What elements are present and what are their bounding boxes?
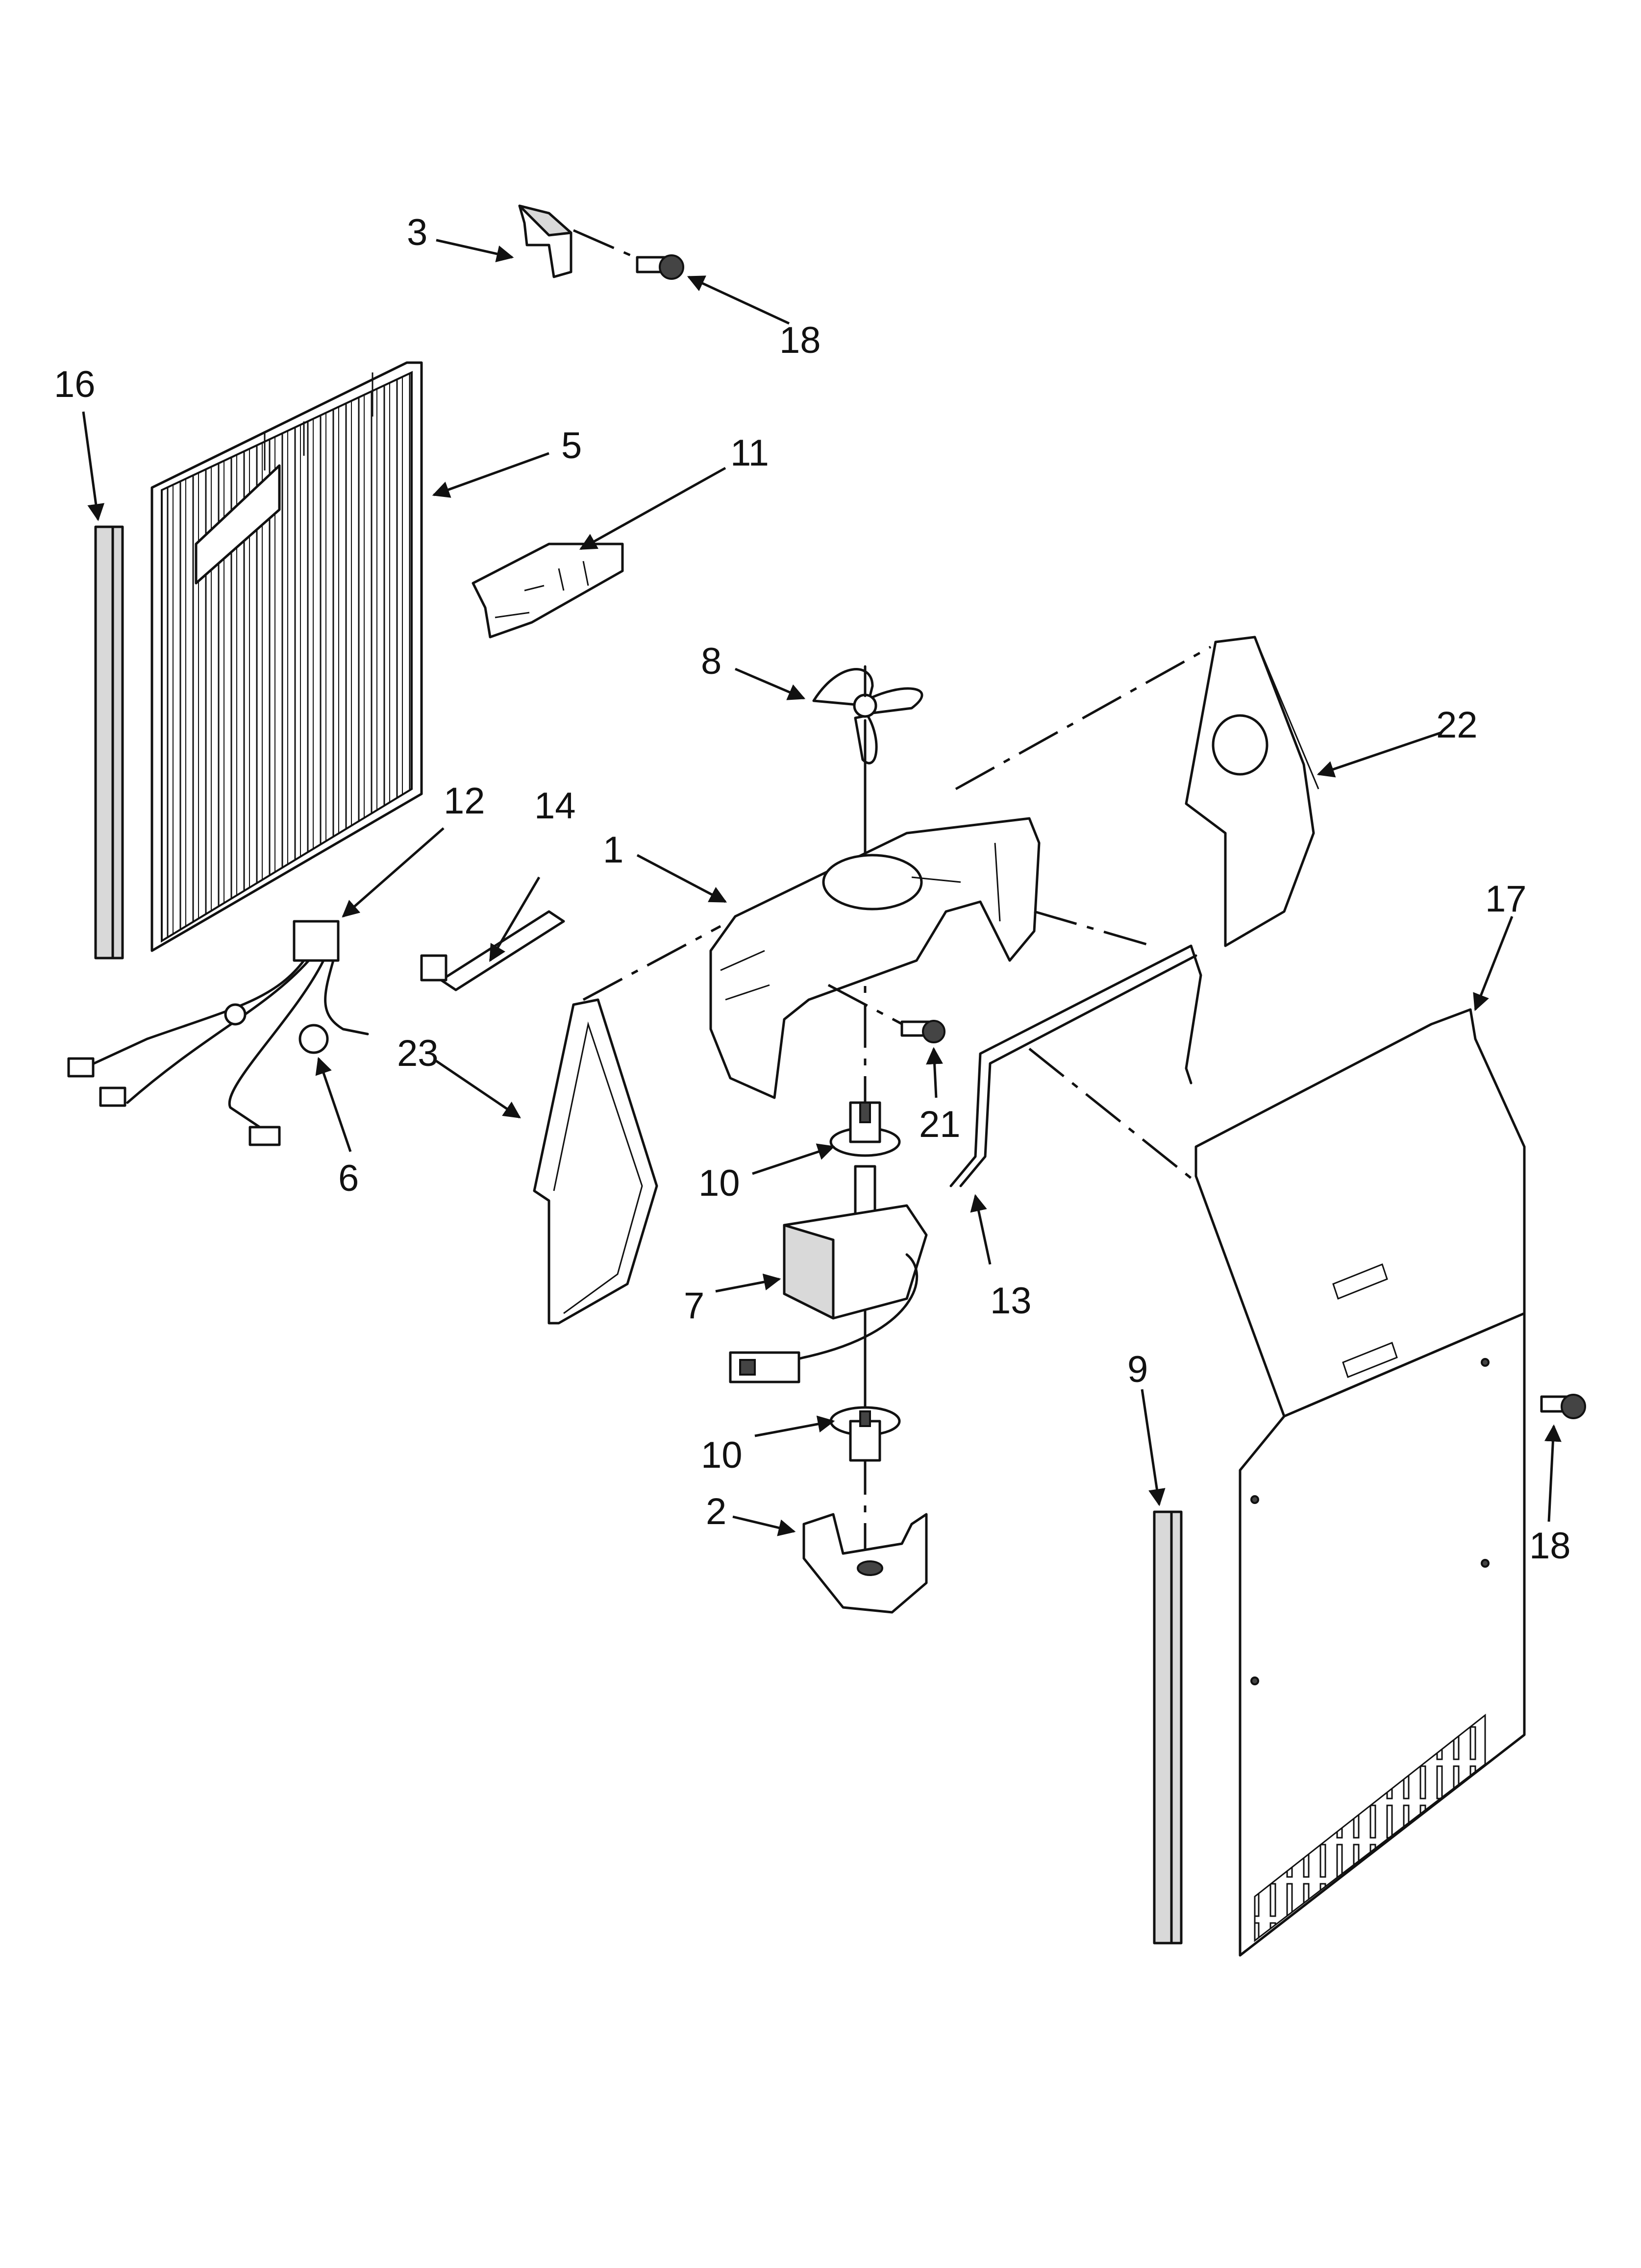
callout-10-upper: 10: [698, 1162, 740, 1204]
part-10-grommet-upper: [829, 1101, 901, 1157]
callout-21: 21: [919, 1104, 961, 1145]
part-10-grommet-lower: [829, 1406, 901, 1462]
part-23-baffle: [533, 925, 721, 1325]
part-14-cable-tie: [420, 910, 565, 991]
callout-11: 11: [730, 432, 769, 474]
part-18-screw-top: [636, 254, 684, 280]
part-9-strip: [1153, 1510, 1183, 1945]
part-3-bracket: [518, 204, 653, 278]
callout-2: 2: [706, 1491, 726, 1532]
callout-5: 5: [561, 425, 582, 467]
callout-18-right: 18: [1529, 1525, 1571, 1567]
part-18-screw-right: [1540, 1394, 1586, 1419]
part-11-clip: [472, 542, 624, 639]
callout-3: 3: [407, 212, 427, 253]
part-13-wire-bail: [949, 910, 1202, 1187]
callout-1: 1: [603, 829, 623, 871]
part-21-screw: [827, 984, 945, 1043]
callout-18-top: 18: [779, 320, 821, 361]
callout-17: 17: [1485, 878, 1527, 920]
part-16-strip: [94, 525, 124, 960]
part-7-motor: [729, 1165, 928, 1383]
callout-23: 23: [397, 1033, 439, 1074]
leader-arrows: [82, 239, 1562, 1536]
callout-9: 9: [1127, 1349, 1148, 1390]
callout-16: 16: [54, 364, 96, 405]
callout-22: 22: [1436, 704, 1478, 746]
part-2-bracket: [802, 1513, 928, 1614]
part-12-harness: [67, 920, 369, 1146]
callout-14: 14: [534, 785, 576, 827]
part-17-rear-panel: [1194, 1008, 1526, 1957]
callout-8: 8: [701, 641, 721, 682]
callout-12: 12: [444, 780, 485, 822]
callout-6: 6: [338, 1158, 359, 1199]
part-1-shroud: [709, 817, 1041, 1099]
callout-10-lower: 10: [701, 1434, 743, 1476]
callout-7: 7: [684, 1285, 704, 1327]
callout-13: 13: [990, 1280, 1032, 1322]
part-8-fan-blade: [812, 665, 923, 764]
part-5-panel: [150, 361, 423, 952]
part-22-baffle: [1185, 636, 1319, 947]
